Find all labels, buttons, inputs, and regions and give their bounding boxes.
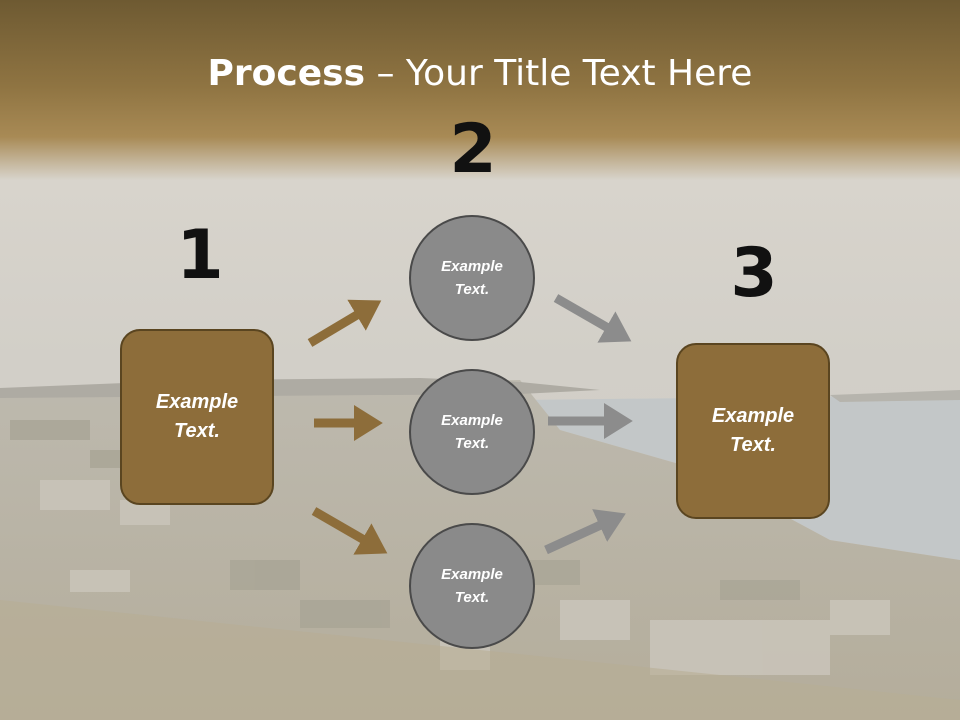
slide-title: Process – Your Title Text Here xyxy=(0,50,960,98)
step-2-circle-bottom[interactable]: Example Text. xyxy=(409,523,535,649)
arrow-left-to-top xyxy=(307,299,382,347)
step-number-2: 2 xyxy=(449,110,497,189)
title-rest: – Your Title Text Here xyxy=(365,53,753,94)
step-2-circle-top[interactable]: Example Text. xyxy=(409,215,535,341)
step-1-text: Example Text. xyxy=(155,391,239,442)
step-number-1: 1 xyxy=(176,216,224,295)
arrow-top-to-right xyxy=(553,294,632,343)
arrow-bottom-to-right xyxy=(544,509,626,555)
circle-bottom-text: Example Text. xyxy=(441,566,503,606)
step-3-text: Example Text. xyxy=(711,405,795,456)
circle-middle-text: Example Text. xyxy=(441,412,503,452)
step-number-3: 3 xyxy=(730,234,778,313)
step-1-box[interactable]: Example Text. xyxy=(120,329,274,505)
circle-top-text: Example Text. xyxy=(441,258,503,298)
arrow-left-to-bottom xyxy=(311,507,388,555)
step-3-box[interactable]: Example Text. xyxy=(676,343,830,519)
title-bold: Process xyxy=(207,53,366,94)
step-2-circle-middle[interactable]: Example Text. xyxy=(409,369,535,495)
